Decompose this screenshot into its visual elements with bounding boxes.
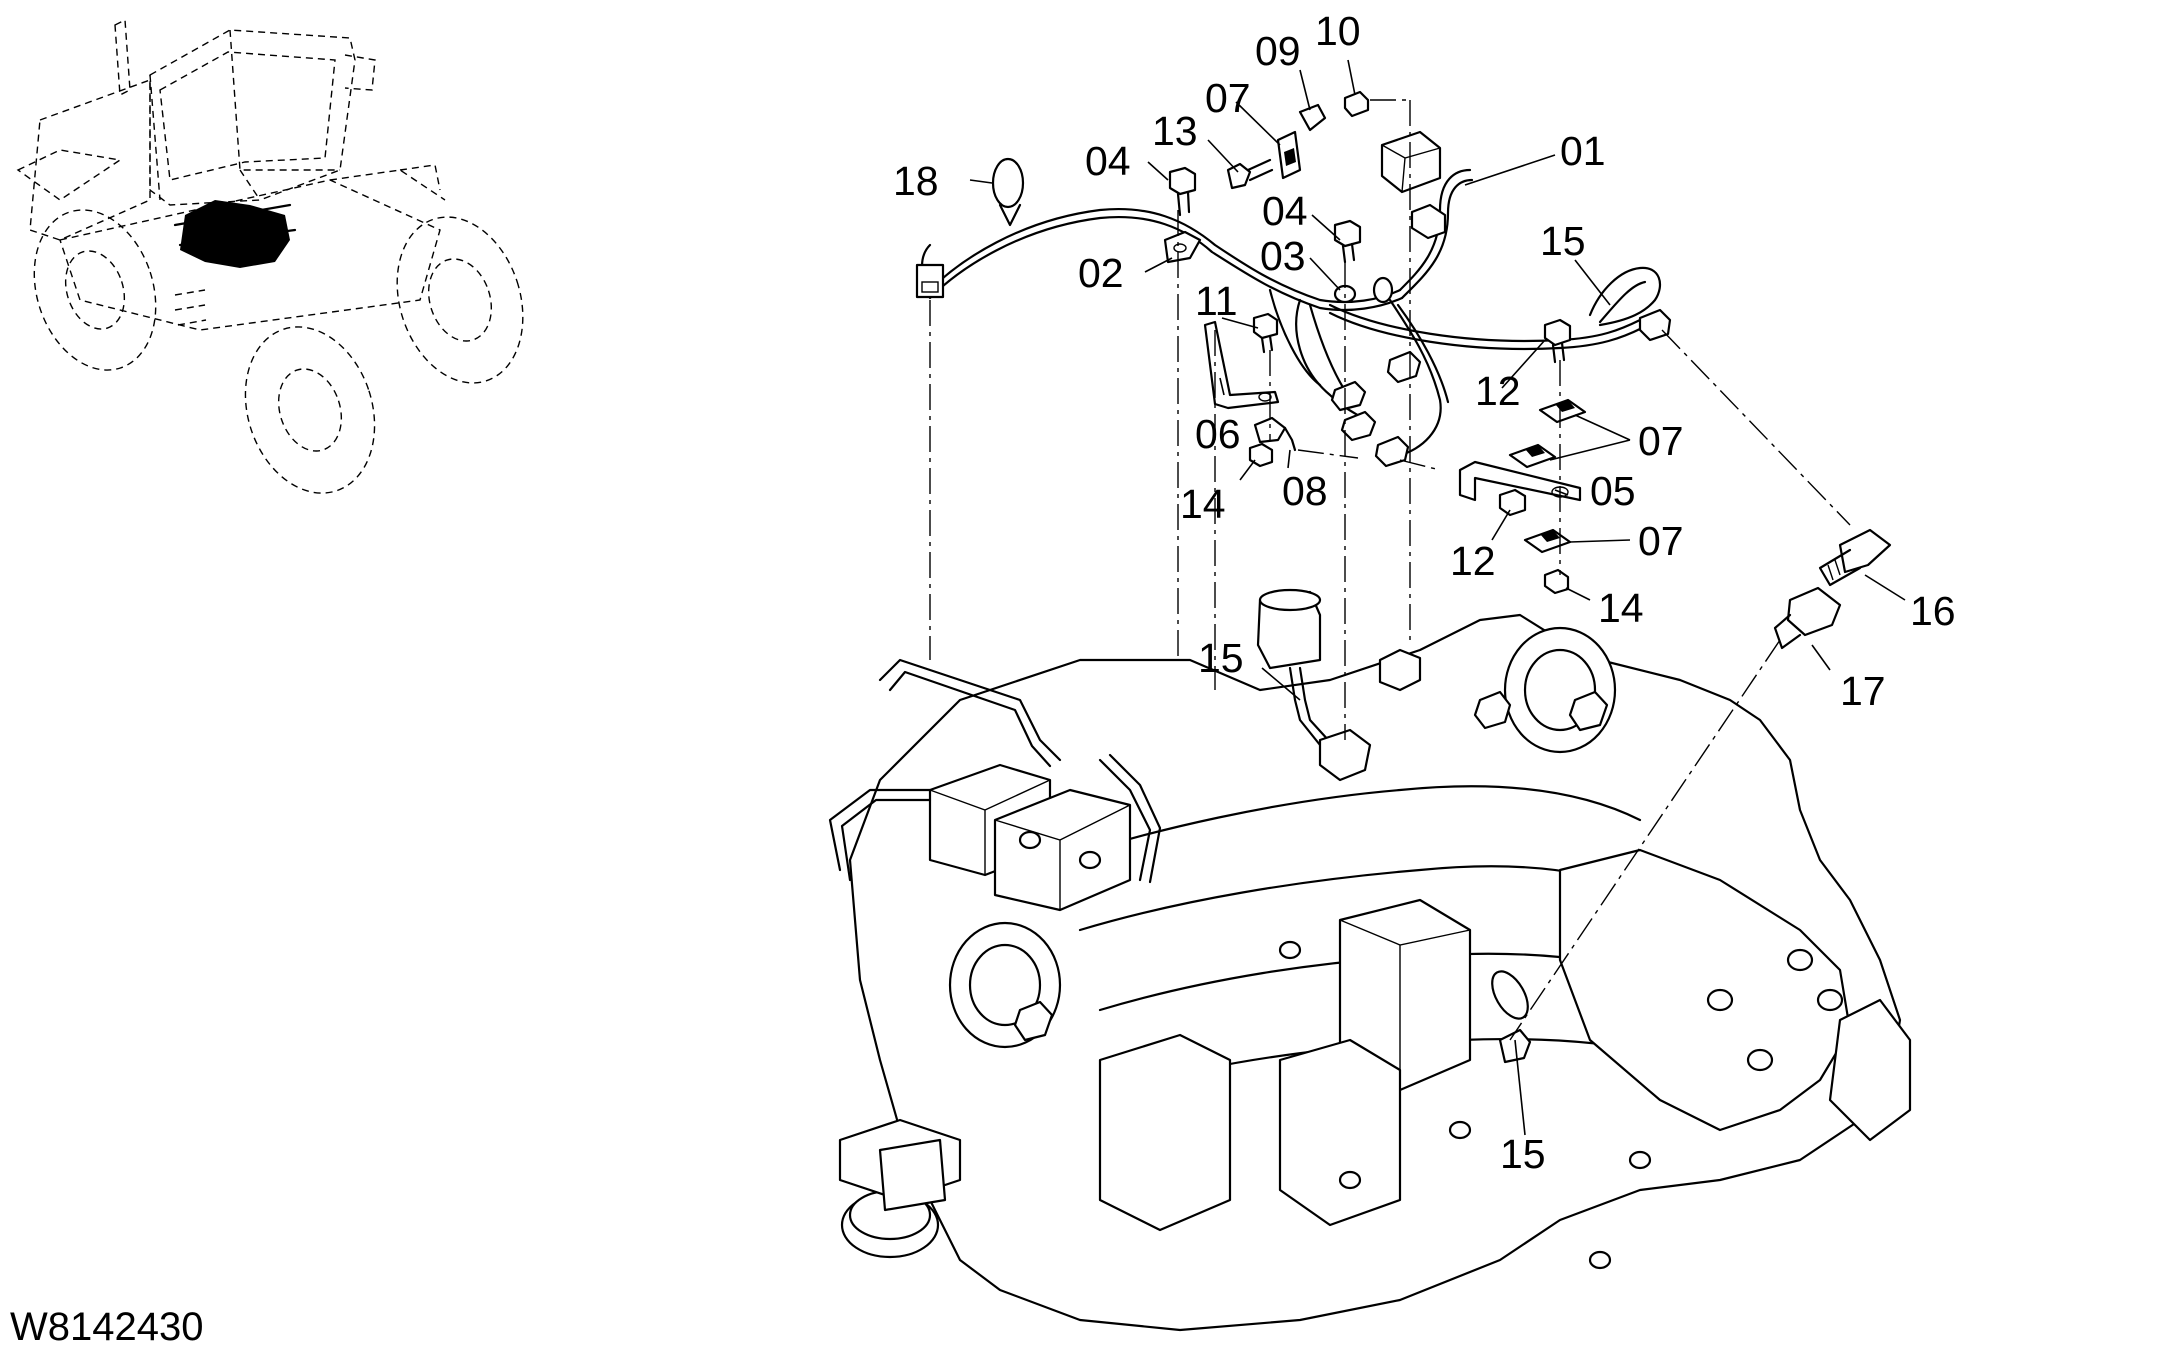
callout-07-right: 07 xyxy=(1638,418,1684,464)
callout-09: 09 xyxy=(1255,28,1301,74)
callout-03: 03 xyxy=(1260,233,1306,279)
callout-06: 06 xyxy=(1195,411,1241,457)
callout-11: 11 xyxy=(1195,278,1238,324)
sensor-17 xyxy=(1773,586,1842,650)
callout-14-left: 14 xyxy=(1180,481,1226,527)
drawing-id: W8142430 xyxy=(10,1305,203,1349)
callout-04-top: 04 xyxy=(1085,138,1131,184)
transmission-assembly xyxy=(828,588,1912,1332)
assembly-lines xyxy=(929,99,1851,1041)
loader-locator-view xyxy=(16,18,524,494)
callout-labels: 01 02 03 04 04 05 06 07 07 07 08 09 10 1… xyxy=(893,8,1956,1177)
highlighted-transmission-location xyxy=(173,200,297,268)
callout-16: 16 xyxy=(1910,588,1956,634)
callout-04-mid: 04 xyxy=(1262,188,1308,234)
fasteners xyxy=(1168,90,1587,595)
callout-10: 10 xyxy=(1315,8,1361,54)
callout-15-top: 15 xyxy=(1540,218,1586,264)
callout-13: 13 xyxy=(1152,108,1198,154)
wire-harness-01 xyxy=(915,130,1672,468)
leader-lines xyxy=(969,59,1906,1136)
callout-05: 05 xyxy=(1590,468,1636,514)
callout-15-lower: 15 xyxy=(1500,1131,1546,1177)
callout-12-lower: 12 xyxy=(1450,538,1496,584)
callout-17: 17 xyxy=(1840,668,1886,714)
callout-02: 02 xyxy=(1078,250,1124,296)
sensor-16 xyxy=(1818,528,1892,587)
callout-07-top: 07 xyxy=(1205,75,1251,121)
callout-12-top: 12 xyxy=(1475,368,1521,414)
callout-18: 18 xyxy=(893,158,939,204)
callout-15-solenoid: 15 xyxy=(1198,635,1244,681)
callout-14-right: 14 xyxy=(1598,585,1644,631)
callout-07-lower: 07 xyxy=(1638,518,1684,564)
callout-01: 01 xyxy=(1560,128,1606,174)
callout-08: 08 xyxy=(1282,468,1328,514)
